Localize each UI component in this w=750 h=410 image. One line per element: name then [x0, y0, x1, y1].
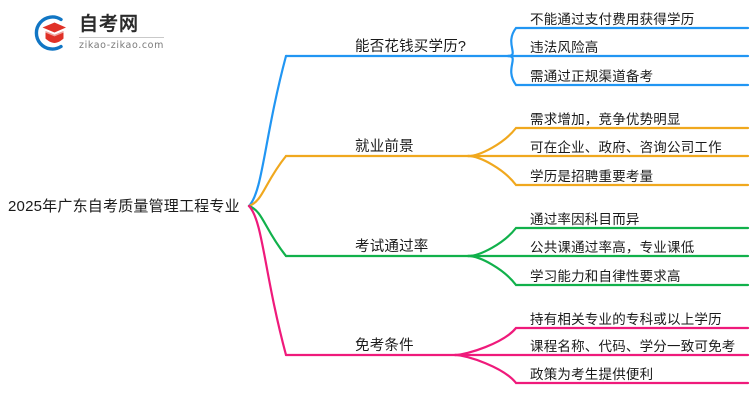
site-logo: 自考网 zikao-zikao.com: [30, 12, 164, 54]
mindmap-leaf-node-4-1[interactable]: 持有相关专业的专科或以上学历: [530, 312, 722, 327]
mindmap-leaf-node-4-2[interactable]: 课程名称、代码、学分一致可免考: [530, 339, 736, 354]
mindmap-leaf-node-3-3[interactable]: 学习能力和自律性要求高: [530, 269, 681, 284]
logo-subtitle: zikao-zikao.com: [79, 40, 164, 52]
logo-text-block: 自考网 zikao-zikao.com: [79, 15, 164, 51]
mindmap-leaf-node-2-3[interactable]: 学历是招聘重要考量: [530, 169, 654, 184]
mindmap-branch-node-3[interactable]: 考试通过率: [355, 239, 429, 255]
mindmap-leaf-node-1-3[interactable]: 需通过正规渠道备考: [530, 69, 654, 84]
mindmap-branch-node-4[interactable]: 免考条件: [355, 338, 414, 354]
mindmap-leaf-node-4-3[interactable]: 政策为考生提供便利: [530, 367, 654, 382]
mindmap-leaf-node-3-2[interactable]: 公共课通过率高，专业课低: [530, 240, 695, 255]
mindmap-leaf-node-3-1[interactable]: 通过率因科目而异: [530, 212, 640, 227]
mindmap-branch-node-2[interactable]: 就业前景: [355, 139, 414, 155]
mindmap-leaf-node-2-2[interactable]: 可在企业、政府、咨询公司工作: [530, 140, 722, 155]
mindmap-leaf-node-2-1[interactable]: 需求增加，竞争优势明显: [530, 112, 681, 127]
mindmap-leaf-node-1-1[interactable]: 不能通过支付费用获得学历: [530, 12, 695, 27]
mindmap-leaf-node-1-2[interactable]: 违法风险高: [530, 40, 599, 55]
logo-title: 自考网: [79, 15, 164, 39]
mindmap-root-node[interactable]: 2025年广东自考质量管理工程专业: [8, 198, 240, 215]
zikao-logo-icon: [30, 12, 72, 54]
mindmap-branch-node-1[interactable]: 能否花钱买学历?: [355, 39, 467, 55]
